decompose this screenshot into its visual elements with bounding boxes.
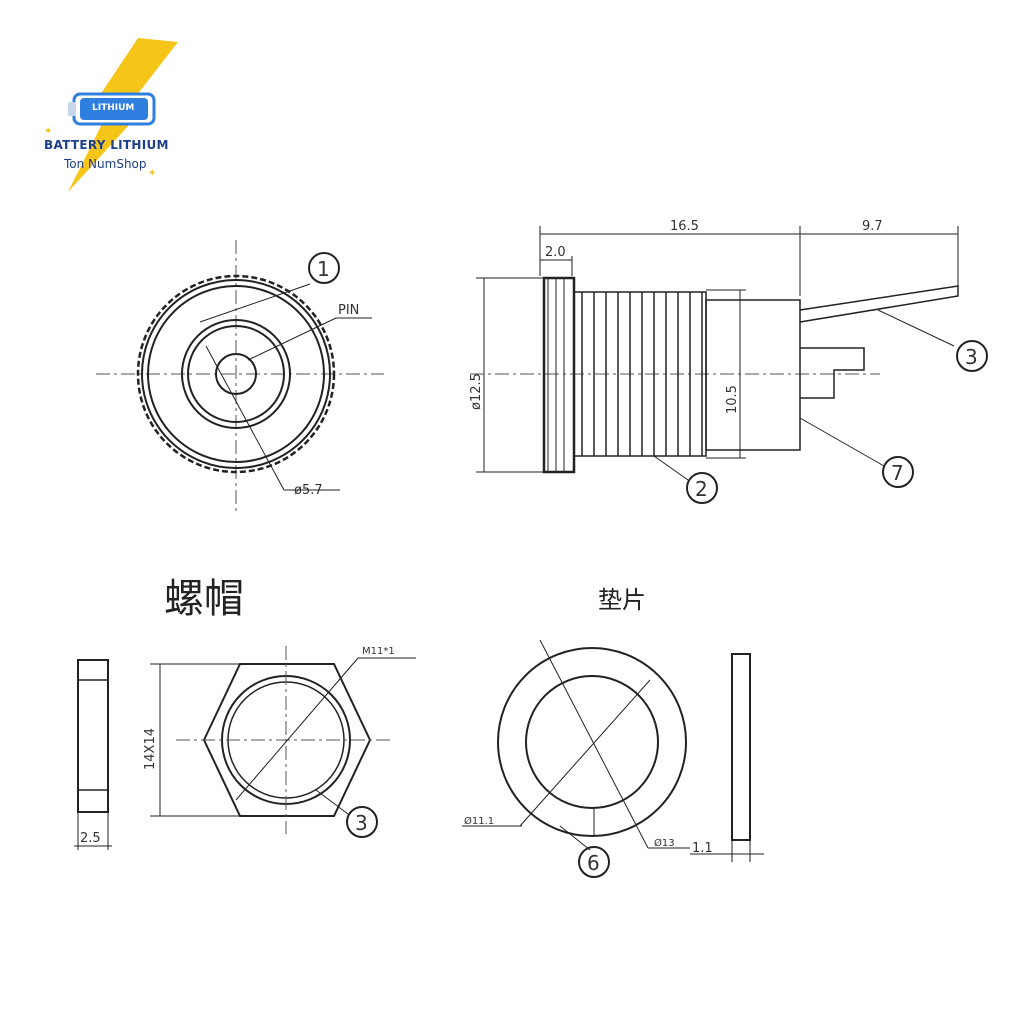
nut-drawing [74,646,416,850]
lightning-bolt-icon: ✦ ✦ [44,38,178,192]
washer-drawing [462,639,764,878]
flange-thickness-label: 2.0 [545,245,566,260]
washer-inner-label: Ø11.1 [464,815,494,827]
svg-text:✦: ✦ [148,168,156,179]
logo-subtitle: Ton NumShop [64,157,147,171]
washer-title: 垫片 [598,586,646,614]
front-view [96,240,384,512]
outer-diameter-label: ø12.5 [469,373,484,410]
washer-callout-6: 6 [587,851,600,875]
side-view [470,226,988,504]
nut-size-label: 14X14 [143,728,158,770]
thread-diameter-label: 10.5 [725,385,740,414]
nut-title: 螺帽 [164,576,244,622]
brand-logo: ✦ ✦ [38,36,198,196]
pin-label: PIN [338,303,359,318]
callout-circle [308,252,340,284]
lead-length-label: 9.7 [862,219,883,234]
overall-length-label: 16.5 [670,219,699,234]
side-callout-3: 3 [965,345,978,369]
logo-badge-text: LITHIUM [92,103,135,113]
svg-text:✦: ✦ [44,126,52,137]
side-callout-2: 2 [695,477,708,501]
side-callout-7: 7 [891,461,904,485]
front-diameter-label: ø5.7 [294,483,323,498]
washer-outer-label: Ø13 [654,837,675,849]
front-callout-1: 1 [317,257,330,281]
nut-thread-label: M11*1 [362,646,395,657]
nut-thickness-label: 2.5 [80,831,101,846]
nut-callout-3: 3 [355,811,368,835]
washer-thickness-label: 1.1 [692,841,713,856]
logo-title: BATTERY LITHIUM [44,138,169,152]
